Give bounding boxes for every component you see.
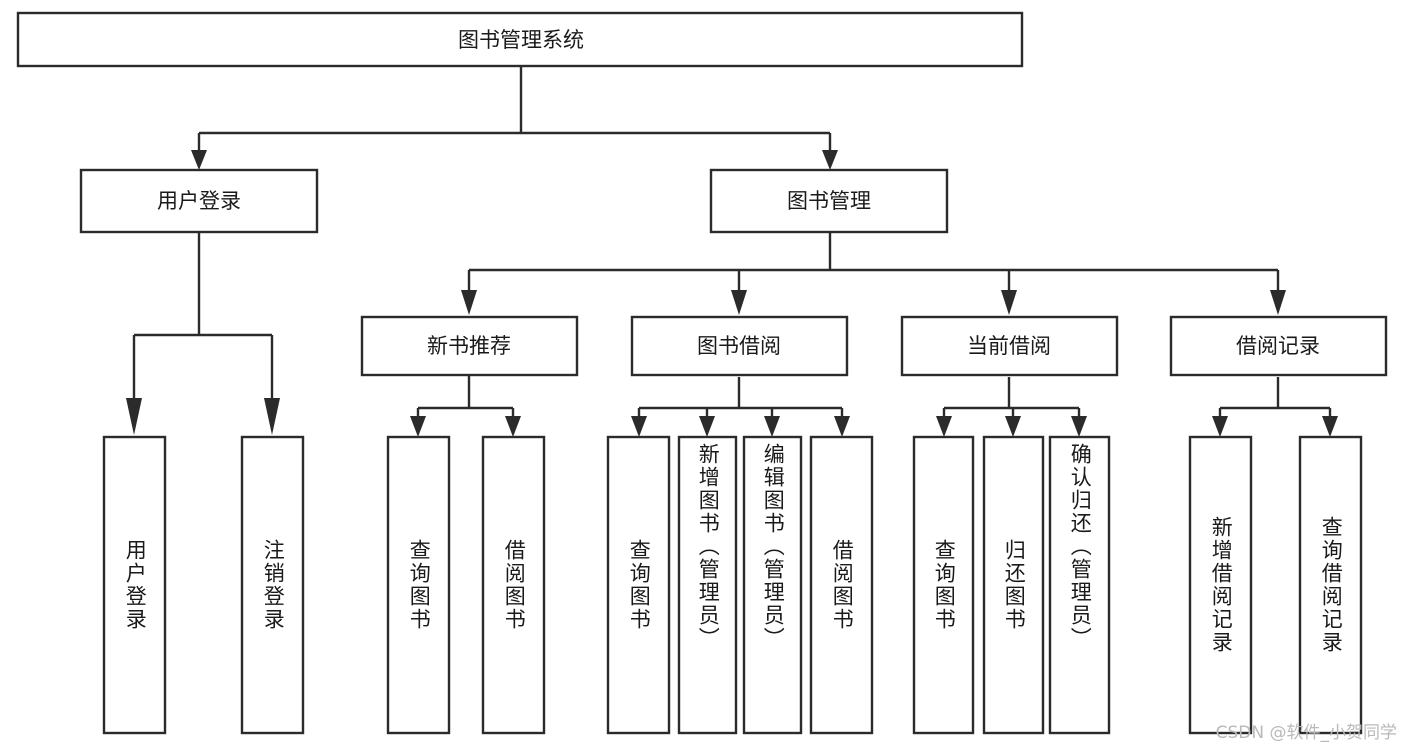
arrow-to-leaf-nbr-1 [410,416,426,437]
node-root[interactable]: 图书管理系统 [16,11,1024,68]
node-box-book-manage[interactable] [709,168,949,234]
leaf-box-user-login-2[interactable] [240,435,305,735]
arrow-to-current-borrow [1001,290,1017,315]
node-book-manage[interactable]: 图书管理 [709,168,949,234]
leaf-box-bb-3[interactable] [742,435,803,735]
arrow-to-book-manage [822,150,838,170]
arrow-to-borrow-record [1270,290,1286,315]
arrow-to-leaf-bb-3 [764,416,780,437]
arrow-to-leaf-user-login-1 [126,398,142,435]
node-label-new-book-recommend: 新书推荐 [427,334,511,358]
node-label-borrow-record: 借阅记录 [1236,334,1320,358]
leaf-box-br-1[interactable] [1188,435,1253,735]
node-box-new-book-recommend[interactable] [360,315,579,377]
node-box-current-borrow[interactable] [900,315,1119,377]
node-current-borrow[interactable]: 当前借阅 [900,315,1119,377]
leaf-box-bb-4[interactable] [809,435,874,735]
arrow-to-leaf-cb-2 [1005,416,1021,437]
node-user-login[interactable]: 用户登录 [79,168,319,234]
arrow-to-leaf-cb-3 [1071,416,1087,437]
leaf-box-cb-1[interactable] [912,435,975,735]
arrow-to-user-login [191,150,207,170]
node-box-root[interactable] [16,11,1024,68]
arrow-to-leaf-user-login-2 [264,398,280,435]
connector-group-book-borrow [631,377,850,437]
watermark-text: CSDN @软件_小贺同学 [1215,723,1397,743]
leaf-box-cb-2[interactable] [982,435,1045,735]
node-box-user-login[interactable] [79,168,319,234]
arrow-to-book-borrow [731,290,747,315]
arrow-to-leaf-br-1 [1212,416,1228,437]
node-label-book-borrow: 图书借阅 [697,334,781,358]
arrow-to-leaf-bb-4 [834,416,850,437]
connector-group-new-book-recommend [410,375,521,437]
leaf-box-nbr-2[interactable] [481,435,546,735]
arrow-to-leaf-bb-2 [699,416,715,437]
arrow-to-leaf-bb-1 [631,416,647,437]
connector-group-book-manage [461,232,1286,315]
leaf-box-br-2[interactable] [1298,435,1363,735]
leaf-box-user-login-1[interactable] [102,435,167,735]
node-book-borrow[interactable]: 图书借阅 [630,315,849,377]
node-label-current-borrow: 当前借阅 [967,334,1051,358]
connector-group-current-borrow [936,377,1087,437]
leaf-box-bb-2[interactable] [677,435,738,735]
node-label-user-login: 用户登录 [157,189,241,213]
arrow-to-leaf-nbr-2 [505,416,521,437]
leaf-box-bb-1[interactable] [606,435,671,735]
node-new-book-recommend[interactable]: 新书推荐 [360,315,579,377]
node-label-root: 图书管理系统 [458,28,584,52]
connector-group-root [191,66,838,170]
node-box-book-borrow[interactable] [630,315,849,377]
node-borrow-record[interactable]: 借阅记录 [1169,315,1388,377]
leaf-box-nbr-1[interactable] [386,435,451,735]
node-label-book-manage: 图书管理 [787,189,871,213]
leaf-box-cb-3[interactable] [1048,435,1111,735]
arrow-to-new-book-recommend [461,290,477,315]
connector-group-borrow-record [1212,377,1338,437]
node-box-borrow-record[interactable] [1169,315,1388,377]
connector-group-user-login [126,232,280,435]
arrow-to-leaf-cb-1 [936,416,952,437]
arrow-to-leaf-br-2 [1322,416,1338,437]
